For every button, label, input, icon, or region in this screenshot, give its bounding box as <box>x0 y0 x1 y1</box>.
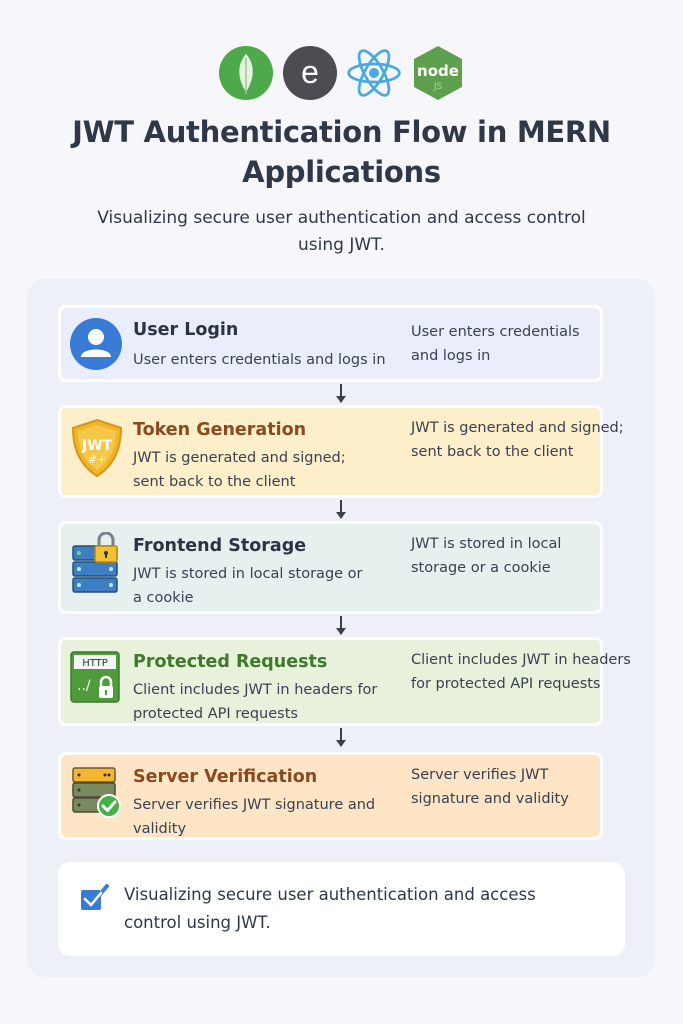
react-logo-icon <box>346 45 402 101</box>
step-title: Server Verification <box>133 767 318 787</box>
step-description: JWT is stored in local storage or a cook… <box>133 566 363 606</box>
svg-text:JWT: JWT <box>81 438 113 454</box>
step-protected-requests: HTTP ../ Protected Requests Client includ… <box>58 637 631 726</box>
step-side-note: Server verifies JWT signature and validi… <box>411 767 569 807</box>
step-title: Token Generation <box>133 420 307 440</box>
summary-text: Visualizing secure user authentication a… <box>124 885 536 932</box>
step-side-note: User enters credentials and logs in <box>411 324 580 364</box>
step-title: Frontend Storage <box>133 536 307 556</box>
step-frontend-storage: Frontend Storage JWT is stored in local … <box>58 521 603 614</box>
user-icon <box>69 317 125 373</box>
step-server-verification: Server Verification Server verifies JWT … <box>58 752 603 840</box>
svg-text:#+: #+ <box>88 453 106 466</box>
svg-text:node: node <box>417 62 459 80</box>
step-title: User Login <box>133 320 239 340</box>
step-description: Server verifies JWT signature and validi… <box>133 797 376 837</box>
storage-lock-icon <box>69 531 125 593</box>
svg-text:HTTP: HTTP <box>82 658 108 669</box>
step-side-note: JWT is generated and signed; sent back t… <box>411 420 624 460</box>
step-user-login: User Login User enters credentials and l… <box>58 305 603 382</box>
arrow-down-icon <box>334 728 348 748</box>
http-lock-icon: HTTP ../ <box>69 650 125 706</box>
svg-text:e: e <box>301 54 319 90</box>
page-title: JWT Authentication Flow in MERN Applicat… <box>72 115 611 189</box>
step-title: Protected Requests <box>133 652 328 672</box>
arrow-down-icon <box>334 384 348 404</box>
step-side-note: JWT is stored in local storage or a cook… <box>411 536 562 576</box>
mongodb-logo-icon <box>218 45 274 101</box>
svg-text:JS: JS <box>432 82 442 92</box>
step-side-note: Client includes JWT in headers for prote… <box>411 652 631 692</box>
express-logo-icon: e <box>282 45 338 101</box>
page-subtitle: Visualizing secure user authentication a… <box>97 208 586 255</box>
jwt-shield-icon: JWT#+ <box>69 418 125 478</box>
checkbox-checked-icon <box>80 884 110 912</box>
step-token-generation: JWT#+ Token Generation JWT is generated … <box>58 405 624 498</box>
step-description: JWT is generated and signed; sent back t… <box>133 450 346 490</box>
server-check-icon <box>69 764 125 820</box>
svg-text:../: ../ <box>77 678 91 694</box>
summary-card: Visualizing secure user authentication a… <box>58 862 625 956</box>
step-description: User enters credentials and logs in <box>133 352 386 368</box>
arrow-down-icon <box>334 616 348 636</box>
arrow-down-icon <box>334 500 348 520</box>
step-description: Client includes JWT in headers for prote… <box>133 682 378 722</box>
